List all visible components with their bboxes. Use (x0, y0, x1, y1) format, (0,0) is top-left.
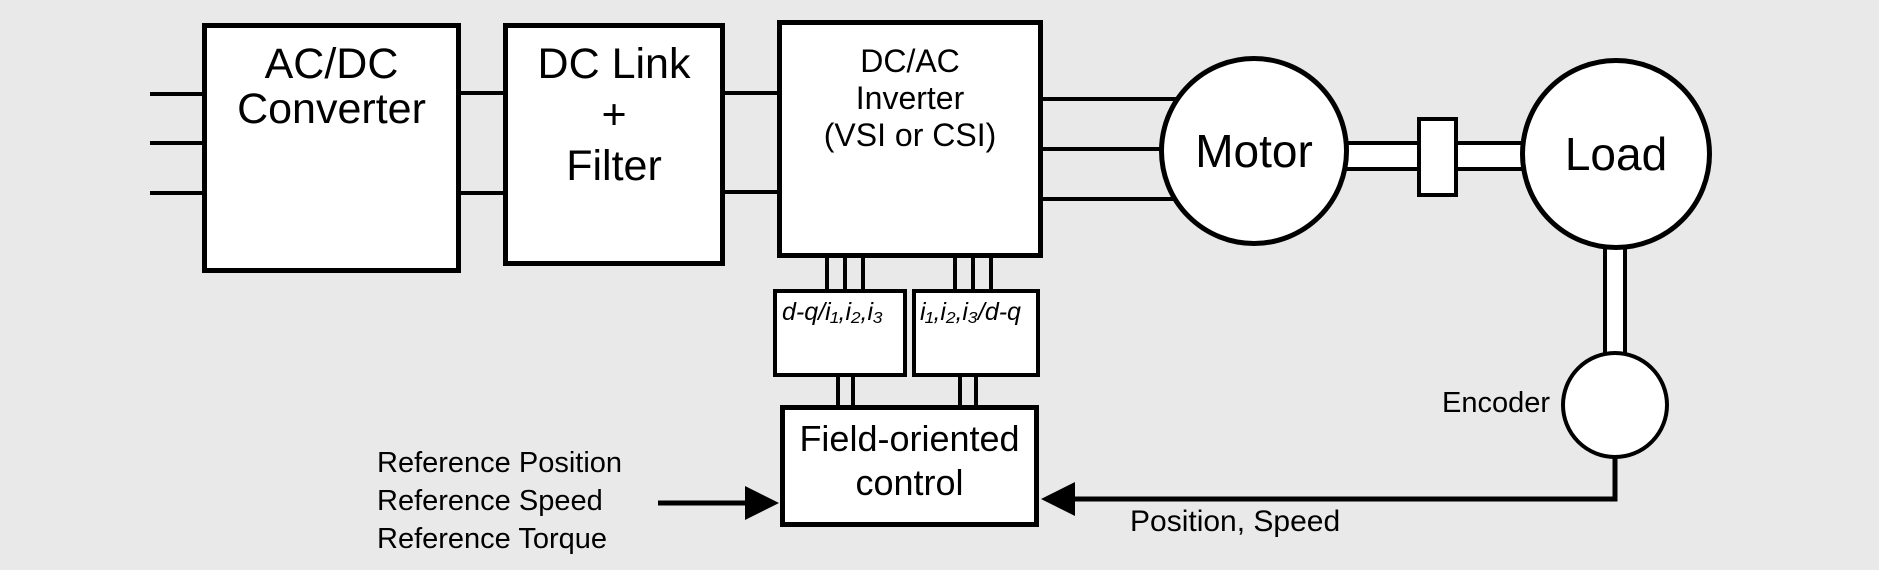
encoder-label: Encoder (1441, 387, 1550, 419)
load-circle: Load (1520, 58, 1712, 250)
inverter-to-phase-lines (953, 256, 993, 291)
dq-to-phase-label: d-q/i₁,i₂,i₃ (782, 298, 883, 326)
phase-to-foc-lines (958, 375, 978, 407)
reference-inputs-label: Reference Position Reference Speed Refer… (377, 447, 623, 555)
inverter-box: DC/AC Inverter (VSI or CSI) (777, 20, 1043, 258)
inverter-label: DC/AC Inverter (VSI or CSI) (823, 43, 997, 153)
three-phase-input-lines (150, 92, 205, 195)
phase-to-dq-transform-box: i₁,i₂,i₃/d-q (912, 289, 1040, 377)
converter-to-dclink-lines (458, 91, 506, 195)
acdc-converter-box: AC/DC Converter (202, 23, 461, 273)
inverter-to-dq-lines (825, 256, 865, 291)
dclink-to-inverter-lines (722, 91, 780, 194)
encoder-circle (1561, 351, 1669, 459)
feedback-signals-label: Position, Speed (1130, 505, 1341, 538)
field-oriented-control-label: Field-oriented control (799, 418, 1020, 503)
dq-to-foc-lines (836, 375, 855, 407)
inverter-to-motor-lines (1040, 97, 1180, 201)
motor-label: Motor (1195, 125, 1313, 177)
dq-to-phase-transform-box: d-q/i₁,i₂,i₃ (773, 289, 907, 377)
reference-arrow (658, 486, 779, 520)
motor-circle: Motor (1159, 56, 1349, 246)
phase-to-dq-label: i₁,i₂,i₃/d-q (920, 298, 1021, 326)
feedback-line (1041, 452, 1618, 516)
field-oriented-control-box: Field-oriented control (780, 405, 1039, 527)
load-label: Load (1564, 128, 1668, 180)
dc-link-filter-label: DC Link + Filter (537, 40, 691, 190)
shaft-coupling (1417, 117, 1458, 197)
acdc-converter-label: AC/DC Converter (237, 40, 426, 133)
load-encoder-shaft (1603, 240, 1627, 360)
dc-link-filter-box: DC Link + Filter (503, 23, 725, 266)
